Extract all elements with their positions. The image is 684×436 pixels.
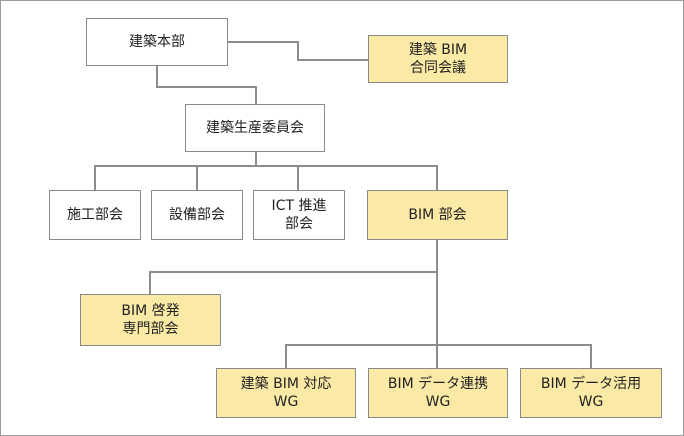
- node-wg-data-katsuyo: BIM データ活用 WG: [520, 368, 662, 418]
- node-production-committee: 建築生産委員会: [185, 104, 325, 152]
- node-bim-bukai: BIM 部会: [367, 190, 508, 240]
- node-bim-keihatsu: BIM 啓発 専門部会: [80, 294, 221, 346]
- node-kenchiku-honbu: 建築本部: [86, 18, 228, 66]
- node-wg-bim-taio: 建築 BIM 対応 WG: [216, 368, 356, 418]
- node-ict-bukai: ICT 推進 部会: [253, 190, 345, 240]
- node-setsubi-bukai: 設備部会: [151, 190, 243, 240]
- node-wg-data-renkei: BIM データ連携 WG: [368, 368, 508, 418]
- node-shiko-bukai: 施工部会: [49, 190, 141, 240]
- node-bim-council: 建築 BIM 合同会議: [368, 35, 508, 83]
